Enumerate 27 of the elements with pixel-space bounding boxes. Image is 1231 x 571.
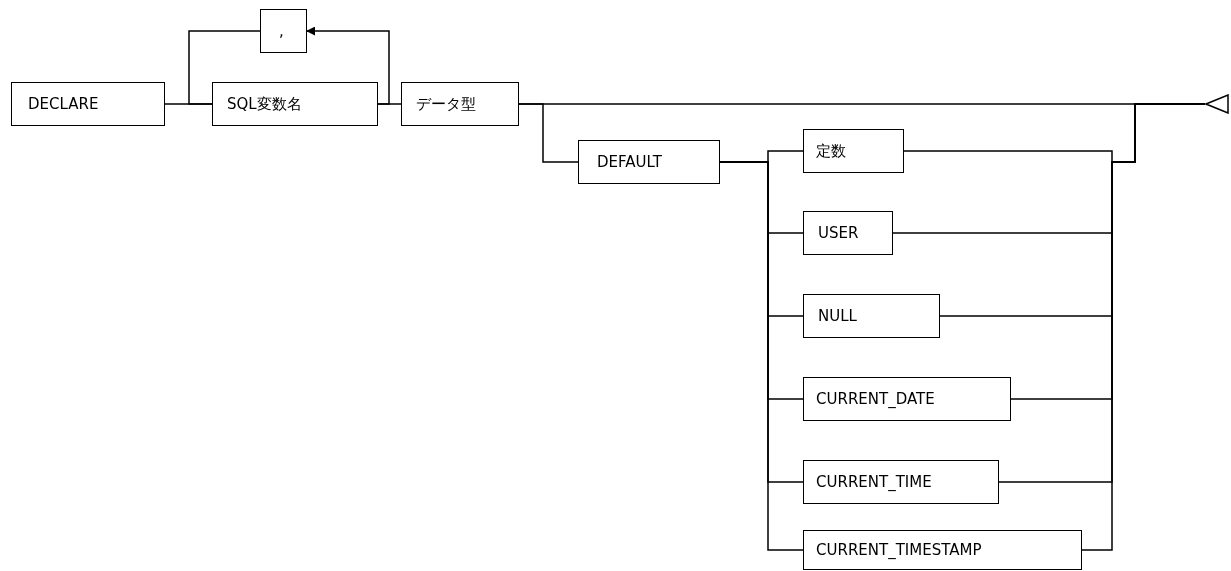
keyword-text: NULL (818, 307, 857, 325)
keyword-text: CURRENT_TIMESTAMP (816, 541, 982, 559)
end-triangle (1205, 94, 1229, 114)
connector-line (377, 103, 402, 105)
keyword-text: データ型 (416, 94, 476, 114)
keyword-text: USER (818, 224, 859, 242)
connector-line (306, 26, 390, 105)
keyword-text: , (279, 22, 284, 40)
syntax-box (803, 460, 999, 504)
keyword-text: SQL変数名 (227, 94, 302, 114)
syntax-box (803, 377, 1011, 421)
keyword-text: DECLARE (28, 95, 99, 113)
connector-line (188, 30, 261, 105)
syntax-box (260, 9, 307, 53)
connector-line (518, 103, 579, 163)
syntax-box (578, 140, 720, 184)
syntax-box (803, 129, 904, 173)
keyword-text: 定数 (816, 141, 846, 161)
syntax-box (212, 82, 378, 126)
syntax-box (11, 82, 165, 126)
keyword-text: CURRENT_TIME (816, 473, 932, 491)
keyword-text: CURRENT_DATE (816, 390, 935, 408)
syntax-box (803, 530, 1082, 570)
keyword-text: DEFAULT (597, 153, 662, 171)
syntax-box (803, 294, 940, 338)
syntax-box (401, 82, 519, 126)
syntax-box (803, 211, 893, 255)
